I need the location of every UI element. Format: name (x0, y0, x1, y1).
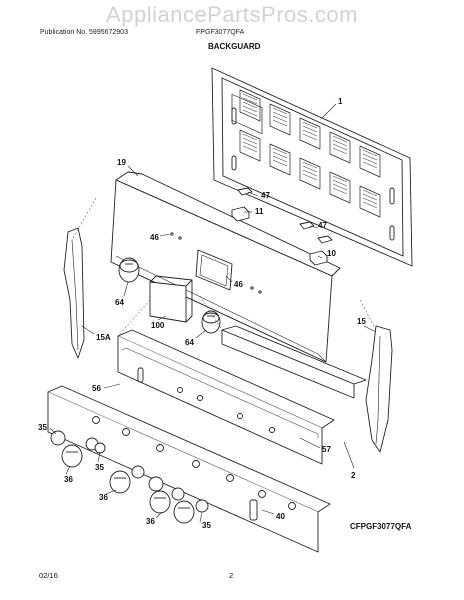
manifold-bar (47, 385, 331, 553)
callout-label: 11 (255, 207, 264, 216)
diagram-code: CFPGF3077QFA (350, 522, 412, 531)
callout-label: 35 (38, 423, 47, 432)
callout-label: 19 (117, 158, 126, 167)
burner-knobs (50, 430, 209, 524)
manifold-panel (117, 329, 335, 465)
callout-label: 46 (234, 280, 243, 289)
callout-label: 35 (95, 463, 104, 472)
knob-right (201, 310, 221, 334)
callout-labels: 1 19 47 11 47 46 46 10 64 100 64 15 15A … (38, 97, 366, 530)
rear-panel (211, 67, 413, 267)
callout-label: 10 (327, 249, 336, 258)
assembly-lines (71, 197, 377, 337)
callout-label: 40 (276, 512, 285, 521)
callout-label: 47 (318, 221, 327, 230)
callout-label: 64 (115, 298, 124, 307)
callout-label: 57 (322, 445, 331, 454)
callout-label: 36 (146, 517, 155, 526)
callout-label: 36 (99, 493, 108, 502)
end-cap-left (63, 227, 85, 359)
callout-label: 2 (351, 471, 356, 480)
leader-lines (49, 103, 377, 523)
footer-date: 02/16 (39, 571, 58, 580)
callout-label: 64 (185, 338, 194, 347)
callout-label: 15 (357, 317, 366, 326)
callout-label: 47 (261, 191, 270, 200)
callout-label: 100 (151, 321, 165, 330)
watermark: AppliancePartsPros.com (106, 2, 358, 27)
callout-label: 36 (64, 475, 73, 484)
section-title: BACKGUARD (208, 42, 261, 51)
callout-label: 35 (202, 521, 211, 530)
callout-label: 15A (96, 333, 111, 342)
end-cap-right (365, 325, 393, 453)
trim-strip (221, 325, 367, 399)
footer-page: 2 (229, 571, 234, 580)
switch-clips (231, 187, 333, 266)
knob-left (118, 257, 140, 283)
publication-number: Publication No. 5995672903 (40, 29, 128, 36)
clock-module (149, 275, 193, 323)
callout-label: 46 (150, 233, 159, 242)
model-number: FPGF3077QFA (196, 29, 245, 36)
control-panel (110, 171, 341, 363)
callout-label: 1 (338, 97, 343, 106)
callout-label: 56 (92, 384, 101, 393)
